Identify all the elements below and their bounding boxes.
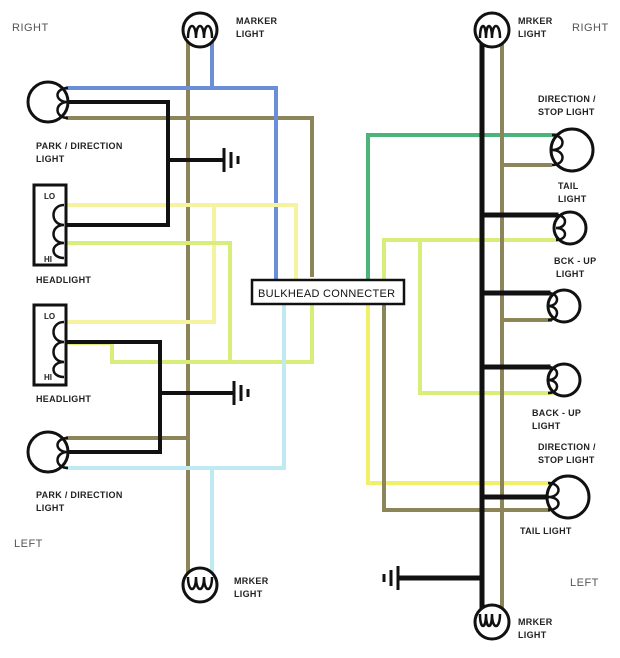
label-marker-front-top-1: MARKER: [236, 16, 277, 26]
direction-stop-light-bottom-icon: [545, 474, 591, 520]
front-ground-wire-bottom: [62, 340, 234, 454]
label-direction-top-1: DIRECTION /: [538, 94, 596, 104]
front-blue-wire: [66, 28, 278, 280]
label-headlight-top-hi: HI: [44, 255, 52, 264]
label-park-bottom-1: PARK / DIRECTION: [36, 490, 123, 500]
label-backup-top-2: LIGHT: [556, 269, 585, 279]
front-cyan-wire: [66, 303, 286, 577]
label-tail-top-2: LIGHT: [558, 194, 587, 204]
label-backup-bottom-2: LIGHT: [532, 421, 561, 431]
label-tail-top-1: TAIL: [558, 181, 579, 191]
rear-tan-wire: [382, 28, 552, 617]
side-label-left-front: LEFT: [14, 538, 43, 550]
rear-lime-wire: [382, 238, 558, 395]
park-direction-light-bottom-icon: [26, 430, 70, 474]
label-direction-bottom-1: DIRECTION /: [538, 442, 596, 452]
backup-light-bottom-icon: [546, 362, 582, 398]
label-headlight-bottom: HEADLIGHT: [36, 394, 91, 404]
label-park-bottom-2: LIGHT: [36, 503, 65, 513]
label-marker-rear-top-2: LIGHT: [518, 29, 547, 39]
label-backup-top-1: BCK - UP: [554, 256, 596, 266]
rear-green-wire: [366, 133, 558, 280]
marker-light-rear-top-icon: [473, 11, 511, 49]
backup-light-top-icon: [552, 210, 588, 246]
label-direction-bottom-2: STOP LIGHT: [538, 455, 595, 465]
ground-symbol-front-top: [222, 148, 240, 172]
park-direction-light-top-icon: [26, 80, 70, 124]
marker-light-front-top-icon: [181, 11, 219, 49]
side-label-left-rear: LEFT: [570, 577, 599, 589]
marker-light-rear-bottom-icon: [473, 603, 511, 641]
label-backup-bottom-1: BACK - UP: [532, 408, 581, 418]
label-marker-rear-bottom-2: LIGHT: [518, 630, 547, 640]
label-headlight-bottom-lo: LO: [44, 312, 55, 321]
rear-bright-yellow-wire: [366, 303, 550, 485]
side-label-right-front: RIGHT: [12, 22, 49, 34]
label-headlight-bottom-hi: HI: [44, 373, 52, 382]
rear-ground-trunk: [397, 27, 559, 618]
label-headlight-top-lo: LO: [44, 192, 55, 201]
front-tan-trunk: [66, 28, 314, 577]
bulkhead-connector: BULKHEAD CONNECTER: [250, 278, 406, 306]
label-park-top-1: PARK / DIRECTION: [36, 141, 123, 151]
label-tail-bottom: TAIL LIGHT: [520, 526, 572, 536]
label-marker-front-top-2: LIGHT: [236, 29, 265, 39]
label-marker-rear-bottom-1: MRKER: [518, 617, 553, 627]
direction-stop-light-top-icon: [549, 127, 595, 173]
marker-light-front-bottom-icon: [181, 566, 219, 604]
label-headlight-top: HEADLIGHT: [36, 275, 91, 285]
front-ground-wire-top: [62, 100, 224, 227]
label-marker-rear-top-1: MRKER: [518, 16, 553, 26]
label-marker-front-bottom-2: LIGHT: [234, 589, 263, 599]
side-label-right-rear: RIGHT: [572, 22, 609, 34]
label-direction-top-2: STOP LIGHT: [538, 107, 595, 117]
backup-light-middle-icon: [546, 288, 582, 324]
ground-symbol-front-bottom: [232, 381, 250, 405]
label-marker-front-bottom-1: MRKER: [234, 576, 269, 586]
headlight-top-icon: [32, 183, 68, 267]
headlight-bottom-icon: [32, 303, 68, 387]
label-park-top-2: LIGHT: [36, 154, 65, 164]
ground-symbol-rear: [382, 566, 400, 590]
bulkhead-connector-label: BULKHEAD CONNECTER: [258, 288, 395, 300]
